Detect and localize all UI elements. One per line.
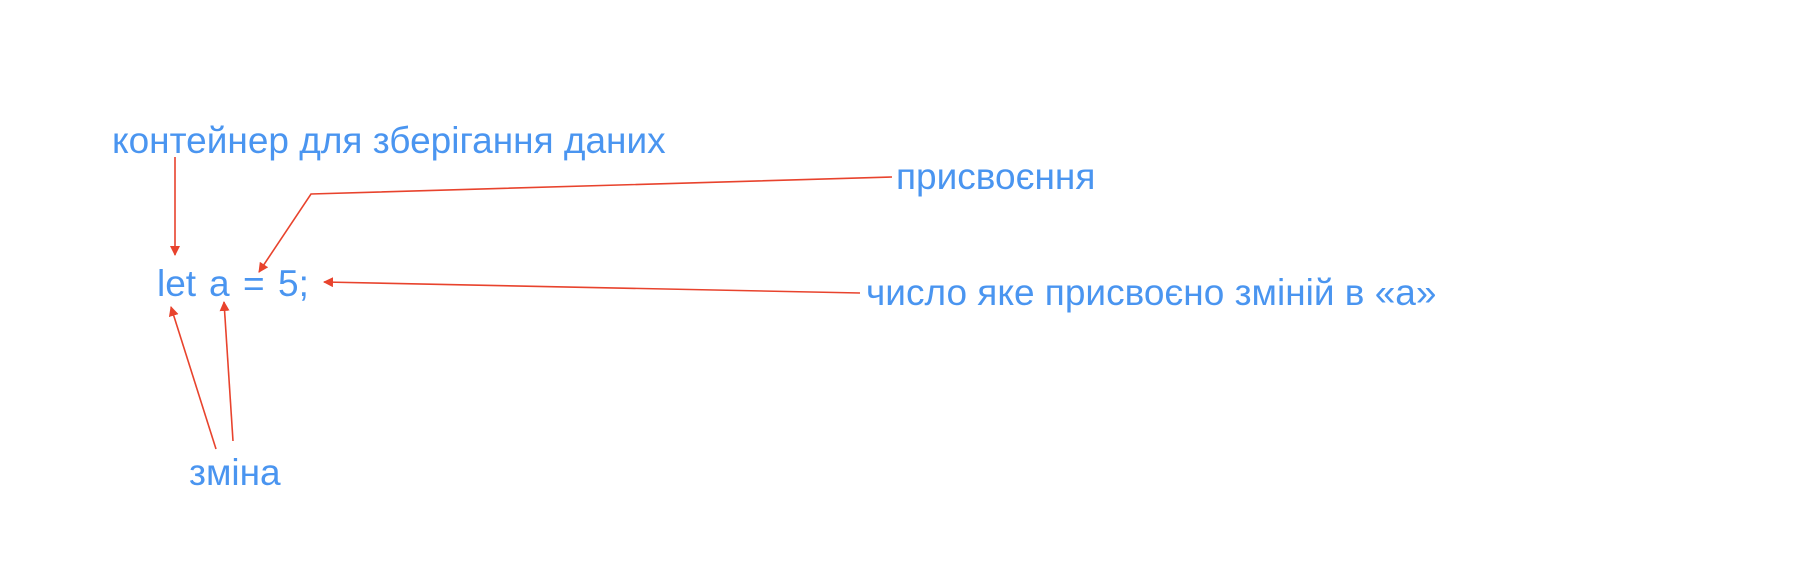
label-assignment: присвоєння — [896, 156, 1096, 197]
label-container: контейнер для зберігання даних — [112, 120, 666, 161]
arrow-variable-to-a — [219, 301, 234, 442]
arrow-number-to-five — [323, 277, 861, 294]
label-number: число яке присвоєно зміній в «а» — [866, 272, 1437, 313]
code-operator-equals: = — [243, 263, 265, 304]
code-variable-a: a — [209, 263, 230, 304]
label-variable: зміна — [189, 452, 281, 493]
arrow-variable-to-let — [168, 306, 217, 450]
code-keyword-let: let — [157, 263, 197, 304]
arrow-assignment-to-equals — [258, 176, 893, 273]
code-number-5: 5; — [278, 263, 309, 304]
